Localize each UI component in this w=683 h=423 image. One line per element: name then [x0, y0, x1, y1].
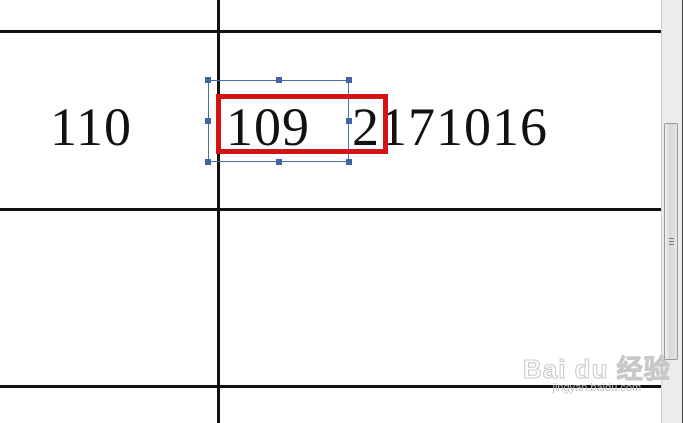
- resize-handle-bottom-right[interactable]: [346, 159, 352, 165]
- table-cell-110[interactable]: 110: [50, 97, 132, 157]
- vertical-scrollbar[interactable]: [661, 0, 683, 423]
- table-border-bottom: [0, 385, 661, 388]
- table-border-middle: [0, 208, 661, 211]
- text-box-selection[interactable]: [205, 77, 352, 165]
- resize-handle-top-left[interactable]: [205, 77, 211, 83]
- document-page: 110 109 2171016: [0, 0, 661, 423]
- table-column-divider: [217, 0, 220, 423]
- table-cell-selected-text[interactable]: 109: [226, 97, 310, 157]
- resize-handle-bottom-left[interactable]: [205, 159, 211, 165]
- resize-handle-top[interactable]: [276, 77, 282, 83]
- resize-handle-left[interactable]: [205, 118, 211, 124]
- watermark-logo: Bai du 经验: [523, 354, 671, 384]
- resize-handle-right[interactable]: [346, 118, 352, 124]
- red-highlight-rectangle: [216, 94, 388, 154]
- resize-handle-bottom[interactable]: [276, 159, 282, 165]
- grip-line-icon: [669, 244, 674, 245]
- baidu-watermark: Bai du 经验 jingyan.baidu.com: [523, 354, 671, 395]
- grip-line-icon: [669, 241, 674, 242]
- watermark-url: jingyan.baidu.com: [552, 382, 642, 394]
- resize-handle-top-right[interactable]: [346, 77, 352, 83]
- scrollbar-thumb[interactable]: [664, 123, 678, 360]
- grip-line-icon: [669, 238, 674, 239]
- table-border-top: [0, 30, 661, 33]
